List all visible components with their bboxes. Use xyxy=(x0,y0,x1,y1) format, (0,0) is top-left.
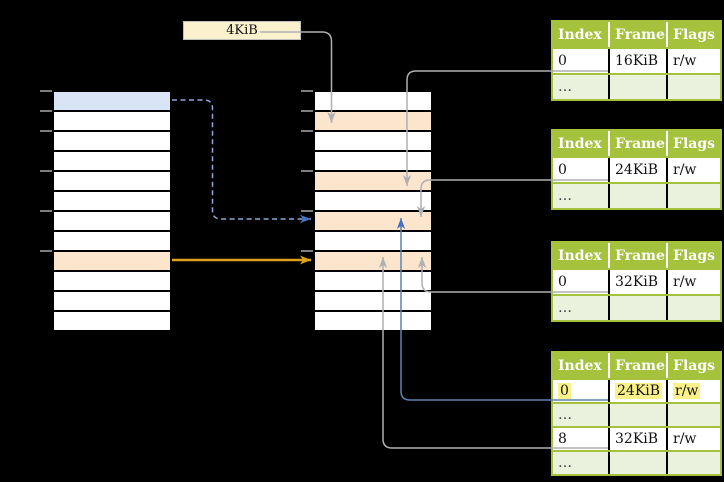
arrow-virtual-to-physical-dashed xyxy=(172,99,311,224)
col-header-flags: Flags xyxy=(666,22,720,47)
highlighted-value: 0 xyxy=(558,383,571,399)
memory-cell xyxy=(54,112,170,132)
page-table-3: Index Frame Flags 0 32KiB r/w … xyxy=(551,241,722,322)
memory-cell xyxy=(315,252,431,272)
address-tick xyxy=(301,90,313,92)
table-row: 0 32KiB r/w xyxy=(553,268,720,294)
col-header-frame: Frame xyxy=(608,353,666,378)
memory-cell xyxy=(315,132,431,152)
memory-cell xyxy=(54,252,170,272)
col-header-index: Index xyxy=(558,26,602,43)
table-row: … xyxy=(553,450,720,474)
page-table-4: Index Frame Flags 0 24KiB r/w … 8 32KiB … xyxy=(551,351,722,476)
address-tick xyxy=(40,110,52,112)
table-row: 0 24KiB r/w xyxy=(553,156,720,182)
col-header-flags: Flags xyxy=(666,243,720,268)
page-size-label-box: 4KiB xyxy=(183,21,301,40)
highlighted-value: 24KiB xyxy=(615,383,663,399)
memory-cell xyxy=(315,232,431,252)
memory-cell xyxy=(315,112,431,132)
table-row: … xyxy=(553,294,720,320)
memory-cell xyxy=(315,92,431,112)
memory-cell xyxy=(54,92,170,112)
address-tick xyxy=(40,90,52,92)
address-tick xyxy=(40,170,52,172)
address-tick xyxy=(40,250,52,252)
page-table-header: Index Frame Flags xyxy=(553,243,720,268)
memory-cell xyxy=(54,172,170,192)
table-row: … xyxy=(553,182,720,208)
col-header-index: Index xyxy=(558,247,602,264)
table-row: 8 32KiB r/w xyxy=(553,426,720,450)
memory-cell xyxy=(54,292,170,312)
address-tick xyxy=(301,210,313,212)
page-table-2: Index Frame Flags 0 24KiB r/w … xyxy=(551,129,722,210)
page-size-label: 4KiB xyxy=(226,23,258,38)
table-row: 0 16KiB r/w xyxy=(553,47,720,73)
memory-cell xyxy=(315,192,431,212)
address-tick xyxy=(301,110,313,112)
memory-cell xyxy=(54,192,170,212)
address-tick xyxy=(301,170,313,172)
virtual-memory-column xyxy=(52,90,172,332)
table-row-highlighted: 0 24KiB r/w xyxy=(553,378,720,402)
page-table-header: Index Frame Flags xyxy=(553,22,720,47)
col-header-index: Index xyxy=(558,357,602,374)
table-row: … xyxy=(553,73,720,99)
address-tick xyxy=(301,250,313,252)
memory-cell xyxy=(315,272,431,292)
col-header-flags: Flags xyxy=(666,353,720,378)
memory-cell xyxy=(54,312,170,330)
memory-cell xyxy=(315,152,431,172)
address-tick xyxy=(40,210,52,212)
table-row: … xyxy=(553,402,720,426)
memory-cell xyxy=(54,152,170,172)
memory-cell xyxy=(54,212,170,232)
address-tick xyxy=(301,130,313,132)
address-tick xyxy=(40,130,52,132)
physical-memory-column xyxy=(313,90,433,332)
memory-cell xyxy=(315,212,431,232)
page-table-header: Index Frame Flags xyxy=(553,353,720,378)
memory-cell xyxy=(54,132,170,152)
memory-cell xyxy=(315,312,431,330)
col-header-frame: Frame xyxy=(608,243,666,268)
col-header-frame: Frame xyxy=(608,22,666,47)
highlighted-value: r/w xyxy=(673,383,701,399)
col-header-flags: Flags xyxy=(666,131,720,156)
col-header-index: Index xyxy=(558,135,602,152)
memory-cell xyxy=(315,172,431,192)
page-table-1: Index Frame Flags 0 16KiB r/w … xyxy=(551,20,722,101)
memory-cell xyxy=(315,292,431,312)
memory-cell xyxy=(54,232,170,252)
page-table-header: Index Frame Flags xyxy=(553,131,720,156)
col-header-frame: Frame xyxy=(608,131,666,156)
memory-cell xyxy=(54,272,170,292)
